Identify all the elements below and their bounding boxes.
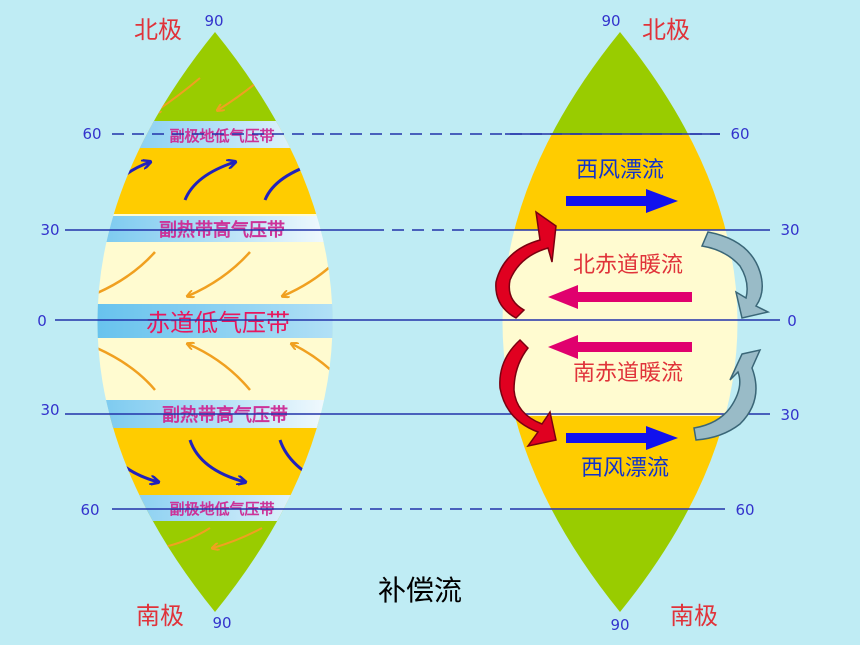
left-lat-label-s90: 90 <box>212 614 231 632</box>
current-label-west-wind-drift-n: 西风漂流 <box>576 158 664 183</box>
current-label-west-wind-drift-s: 西风漂流 <box>581 456 669 481</box>
right-lat-label-n90: 90 <box>601 12 620 30</box>
current-label-south-equatorial: 南赤道暖流 <box>573 361 683 386</box>
right-lat-label-s60: 60 <box>735 501 754 519</box>
latitude-lines <box>55 133 780 510</box>
right-lat-label-n30: 30 <box>780 221 799 239</box>
left-subtropical-high-belt-n <box>97 216 333 242</box>
belt-label-subtropical-high-s: 副热带高气压带 <box>162 404 288 426</box>
left-lat-label-n60: 60 <box>82 125 101 143</box>
west-wind-drift-arrow-n <box>566 189 678 213</box>
trade-wind-arrow <box>97 251 156 298</box>
south-equatorial-current-arrow <box>548 335 692 359</box>
left-lat-label-n90: 90 <box>204 12 223 30</box>
cold-current-arrow-n <box>700 231 771 319</box>
current-label-north-equatorial: 北赤道暖流 <box>573 253 683 278</box>
left-north-pole-label: 北极 <box>134 16 182 44</box>
polar-easterly-arrow <box>213 527 263 548</box>
left-south-westerly-zone <box>97 414 333 508</box>
belt-label-equatorial-low: 赤道低气压带 <box>146 309 290 337</box>
warm-current-arrow-n <box>495 210 557 319</box>
right-lat-label-n60: 60 <box>730 125 749 143</box>
right-north-polar-zone <box>502 32 738 134</box>
left-south-polar-zone <box>97 508 333 612</box>
left-lat-label-s30: 30 <box>40 401 59 419</box>
right-lat-label-s30: 30 <box>780 406 799 424</box>
right-south-pole-label: 南极 <box>670 602 718 630</box>
left-lat-label-n30: 30 <box>40 221 59 239</box>
trade-wind-arrow <box>292 344 333 391</box>
left-lat-label-s60: 60 <box>80 501 99 519</box>
right-tropical-zone <box>502 230 738 416</box>
trade-wind-arrow <box>188 251 251 296</box>
left-south-pole-label: 南极 <box>136 602 184 630</box>
belt-label-sub-polar-low-n: 副极地低气压带 <box>169 127 274 145</box>
right-lat-label-s90: 90 <box>610 616 629 634</box>
right-lat-label-eq: 0 <box>787 312 797 330</box>
westerly-arrow <box>188 439 245 482</box>
north-equatorial-current-arrow <box>548 285 692 309</box>
trade-wind-arrow <box>188 344 251 391</box>
cold-current-arrow-s <box>693 348 762 441</box>
left-lat-label-eq: 0 <box>37 312 47 330</box>
trade-wind-arrow <box>283 251 333 296</box>
trade-wind-arrow <box>97 340 156 391</box>
westerly-arrow <box>183 162 235 201</box>
caption-compensation-current: 补偿流 <box>378 574 462 607</box>
right-north-pole-label: 北极 <box>642 16 690 44</box>
west-wind-drift-arrow-s <box>566 426 678 450</box>
warm-current-arrow-s <box>499 338 557 448</box>
